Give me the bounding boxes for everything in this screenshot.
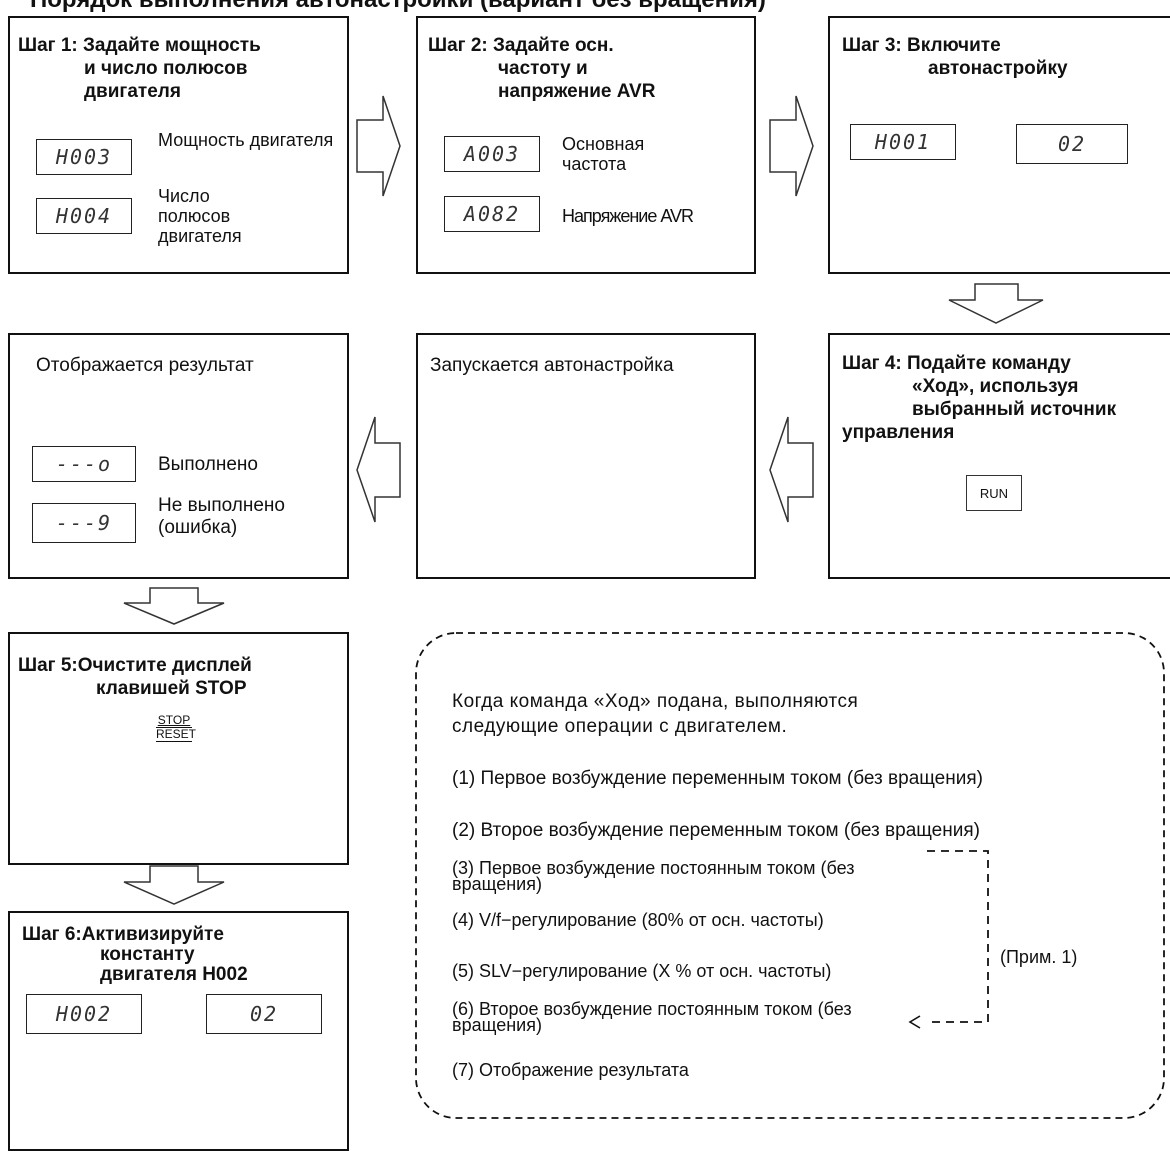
run-key[interactable]: RUN — [966, 475, 1022, 511]
lcd-display: H004 — [36, 198, 132, 234]
result-title: Отображается результат — [36, 355, 254, 376]
step4-title: Шаг 4: Подайте команду «Ход», используя … — [842, 353, 1117, 443]
note-item: (5) SLV−регулирование (X % от осн. часто… — [452, 961, 832, 981]
lcd-display: ---o — [32, 446, 136, 482]
note-item: (4) V/f−регулирование (80% от осн. часто… — [452, 910, 824, 930]
step4-box: Шаг 4: Подайте команду «Ход», используя … — [828, 333, 1170, 579]
step6-title: Шаг 6:Активизируйте константу двигателя … — [22, 924, 248, 985]
page-header: Порядок выполнения автонастройки (вариан… — [30, 0, 766, 14]
step6-box: Шаг 6:Активизируйте константу двигателя … — [8, 911, 349, 1151]
param-label: Основная частота — [562, 134, 645, 174]
arrow-left-1 — [769, 416, 814, 523]
reset-label: RESET — [156, 727, 197, 742]
stop-reset-key[interactable]: STOP RESET — [156, 713, 197, 742]
notes-intro: Когда команда «Ход» подана, выполняются … — [452, 691, 859, 737]
param-label: Напряжение AVR — [562, 206, 694, 226]
step3-box: Шаг 3: Включите автонастройку H001 02 — [828, 16, 1170, 274]
note-item: (7) Отображение результата — [452, 1060, 689, 1080]
step1-box: Шаг 1: Задайте мощность и число полюсов … — [8, 16, 349, 274]
step5-title: Шаг 5:Очистите дисплей клавишей STOP — [18, 655, 252, 699]
step3-title: Шаг 3: Включите автонастройку — [842, 35, 1068, 79]
result-ok-label: Выполнено — [158, 454, 258, 475]
note-item: (1) Первое возбуждение переменным током … — [452, 768, 983, 789]
lcd-display: H001 — [850, 124, 956, 160]
param-label: Мощность двигателя — [158, 130, 334, 150]
lcd-display: H003 — [36, 139, 132, 175]
lcd-display: A003 — [444, 136, 540, 172]
arrow-right-1 — [356, 95, 401, 197]
step5-box: Шаг 5:Очистите дисплей клавишей STOP STO… — [8, 632, 349, 865]
arrow-down-3 — [123, 865, 225, 905]
arrow-down-2 — [123, 587, 225, 625]
result-err-label: Не выполнено (ошибка) — [158, 495, 285, 538]
note-item: (6) Второе возбуждение постоянным током … — [452, 999, 852, 1035]
lcd-display: ---9 — [32, 503, 136, 543]
param-label: Число полюсов двигателя — [158, 186, 242, 246]
note-item: (3) Первое возбуждение постоянным током … — [452, 858, 855, 894]
arrow-down-1 — [948, 283, 1044, 324]
lcd-display: A082 — [444, 196, 540, 232]
arrow-left-2 — [356, 416, 401, 523]
result-box: Отображается результат ---o Выполнено --… — [8, 333, 349, 579]
stop-label: STOP — [156, 713, 192, 728]
lcd-display: H002 — [26, 994, 142, 1034]
step1-title: Шаг 1: Задайте мощность и число полюсов … — [18, 35, 261, 102]
step2-title: Шаг 2: Задайте осн. частоту и напряжение… — [428, 35, 656, 102]
arrow-right-2 — [769, 95, 814, 197]
bracket-note: (Прим. 1) — [1000, 947, 1078, 967]
lcd-display: 02 — [1016, 124, 1128, 164]
note-item: (2) Второе возбуждение переменным током … — [452, 820, 980, 841]
lcd-display: 02 — [206, 994, 322, 1034]
autotune-title: Запускается автонастройка — [430, 355, 674, 376]
autotune-box: Запускается автонастройка — [416, 333, 756, 579]
step2-box: Шаг 2: Задайте осн. частоту и напряжение… — [416, 16, 756, 274]
